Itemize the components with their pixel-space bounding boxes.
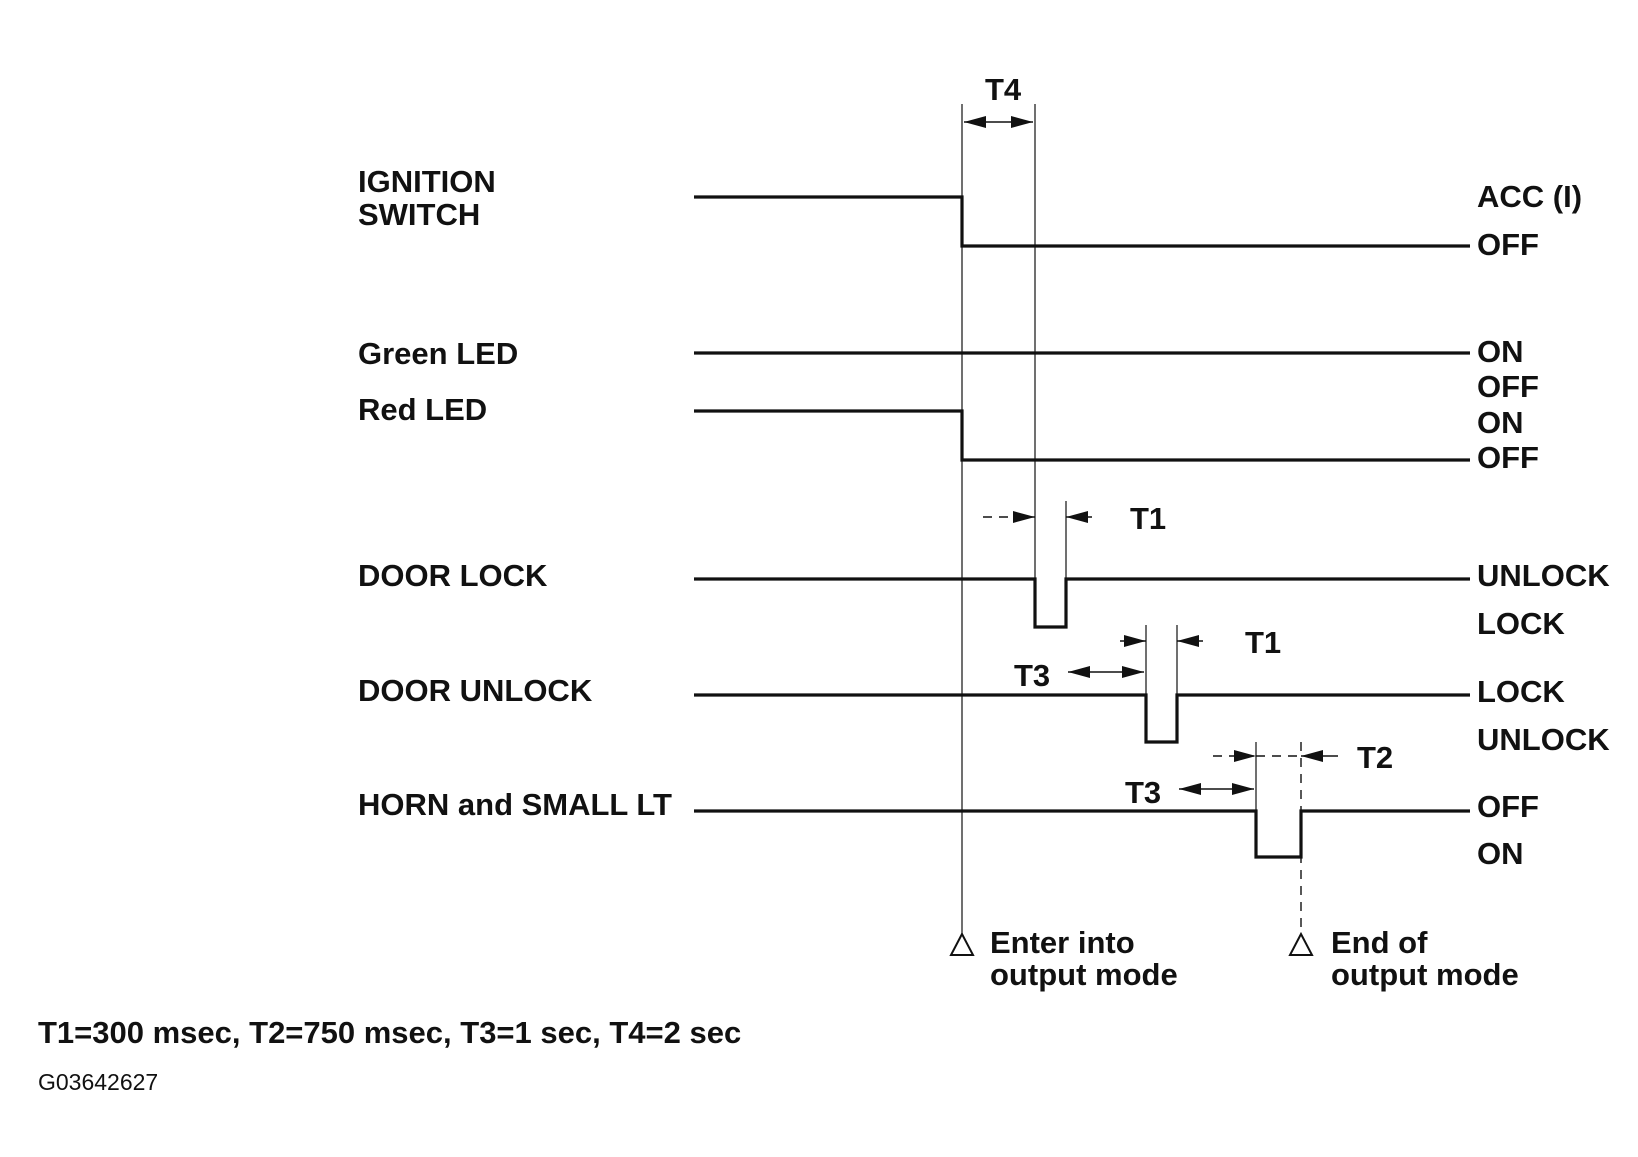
- t1-lock-arrow-out: [1066, 511, 1088, 523]
- t3-unlock-arrow-right: [1122, 666, 1144, 678]
- figure-code: G03642627: [38, 1069, 158, 1095]
- t3-horn-arrow-left: [1179, 783, 1201, 795]
- t1-unlock-label: T1: [1245, 625, 1281, 660]
- door-unlock-waveform: [694, 693, 1470, 744]
- t1-unlock-arrow-in: [1124, 635, 1146, 647]
- ignition-state-low: OFF: [1477, 227, 1539, 262]
- green-led-label: Green LED: [358, 336, 518, 371]
- t4-label: T4: [985, 72, 1022, 107]
- red-led-state-high: ON: [1477, 405, 1524, 440]
- t3-horn-label: T3: [1125, 775, 1161, 810]
- enter-output-mode-label-line2: output mode: [990, 957, 1178, 992]
- door-lock-label: DOOR LOCK: [358, 558, 548, 593]
- horn-small-lt-waveform: [694, 809, 1470, 859]
- horn-state-high: OFF: [1477, 789, 1539, 824]
- t2-arrow-in: [1234, 750, 1256, 762]
- t3-horn-arrow-right: [1232, 783, 1254, 795]
- t2-arrow-out: [1301, 750, 1323, 762]
- red-led-label: Red LED: [358, 392, 487, 427]
- t2-label: T2: [1357, 740, 1393, 775]
- t1-unlock-arrow-out: [1177, 635, 1199, 647]
- horn-state-low: ON: [1477, 836, 1524, 871]
- t1-lock-arrow-in: [1013, 511, 1035, 523]
- door-unlock-label: DOOR UNLOCK: [358, 673, 593, 708]
- end-output-mode-marker-icon: [1288, 931, 1314, 956]
- t4-arrow-right: [1011, 116, 1033, 128]
- red-led-waveform: [694, 409, 1470, 462]
- red-led-state-low: OFF: [1477, 440, 1539, 475]
- ignition-switch-label-line1: IGNITION: [358, 164, 496, 199]
- door-lock-waveform: [694, 577, 1470, 629]
- green-led-state-low: OFF: [1477, 369, 1539, 404]
- end-output-mode-label-line1: End of: [1331, 925, 1428, 960]
- horn-small-lt-label: HORN and SMALL LT: [358, 787, 672, 822]
- door-lock-state-high: UNLOCK: [1477, 558, 1610, 593]
- t3-unlock-arrow-left: [1068, 666, 1090, 678]
- timing-values-footnote: T1=300 msec, T2=750 msec, T3=1 sec, T4=2…: [38, 1015, 741, 1050]
- t3-unlock-label: T3: [1014, 658, 1050, 693]
- door-lock-state-low: LOCK: [1477, 606, 1565, 641]
- ignition-state-high: ACC (I): [1477, 179, 1582, 214]
- ignition-switch-label-line2: SWITCH: [358, 197, 480, 232]
- door-unlock-state-low: UNLOCK: [1477, 722, 1610, 757]
- green-led-state-high: ON: [1477, 334, 1524, 369]
- enter-output-mode-label-line1: Enter into: [990, 925, 1135, 960]
- enter-output-mode-marker-icon: [949, 931, 975, 956]
- t1-lock-label: T1: [1130, 501, 1166, 536]
- ignition-switch-waveform: [694, 195, 1470, 248]
- end-output-mode-label-line2: output mode: [1331, 957, 1519, 992]
- t4-arrow-left: [964, 116, 986, 128]
- door-unlock-state-high: LOCK: [1477, 674, 1565, 709]
